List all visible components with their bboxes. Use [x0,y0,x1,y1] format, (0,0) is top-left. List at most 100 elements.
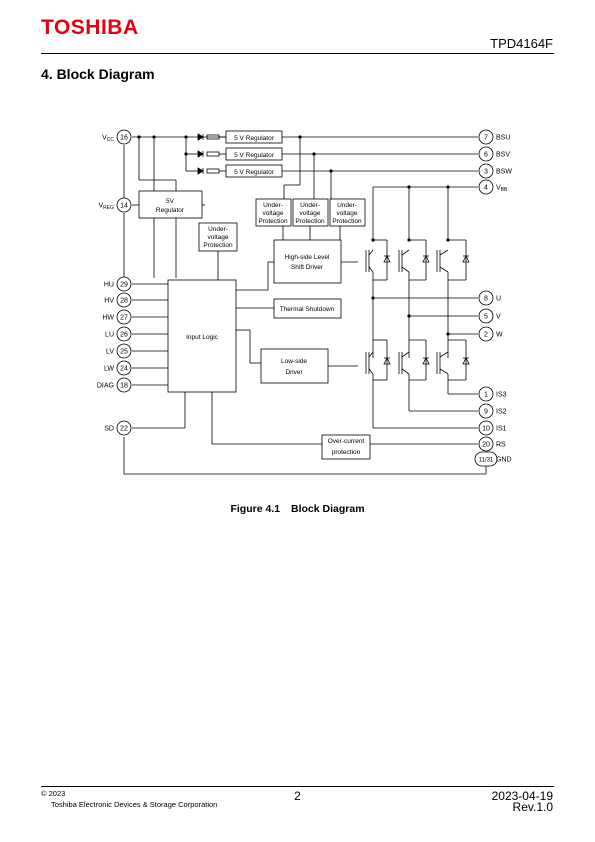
part-number: TPD4164F [490,36,553,51]
pin-label: IS2 [496,409,507,416]
footer-rule [41,786,554,787]
pin-label: LV [106,349,114,356]
pin-number: 1 [484,392,488,399]
igbt-icon [365,351,449,375]
pin-label: BSW [496,169,512,176]
diode-icon [197,133,204,175]
left-pin: 16 VCC [102,129,132,145]
pin-label: VREG [98,203,114,212]
block-diagram: 5 V Regulator 5 V Regulator 5 V Regulato… [97,129,512,475]
footer-revision: Rev.1.0 [512,800,553,814]
pin-label: RS [496,442,506,449]
uv-label: Protection [258,218,288,225]
uv-label: Protection [332,218,362,225]
pin-number: 27 [120,315,128,322]
pin-label: BSV [496,152,510,159]
pin-number: 22 [120,426,128,433]
junction-dots [137,135,450,336]
pin-number: 26 [120,332,128,339]
pin-label: LU [105,332,114,339]
low-side-driver-label: Low-side [281,358,307,365]
uv-label: voltage [300,210,321,217]
pin-number: 7 [484,135,488,142]
left-pin: 25 LV [106,343,132,359]
pin-number: 20 [482,442,490,449]
regulator-label: 5 V Regulator [234,135,275,142]
pin-label: BSU [496,135,510,142]
uv-label: Under- [208,226,228,233]
pin-number: 3 [484,169,488,176]
left-pin: 28 HV [104,292,132,308]
uv-label: voltage [337,210,358,217]
figure-title: Block Diagram [291,503,365,515]
regulator-box [225,147,283,161]
pin-number: 8 [484,296,488,303]
diode-icon [383,240,470,280]
pin-number: 10 [482,426,490,433]
right-pin: 6 BSV [478,146,510,162]
vreg-block-label: 5V [166,198,175,205]
uv-label: Under- [300,202,320,209]
input-logic-label: Input Logic [186,334,219,341]
header-rule [41,53,554,54]
pin-number: 24 [120,366,128,373]
regulator-box [225,164,283,178]
diode-icon [383,340,470,380]
vreg-block-label: Regulator [156,207,185,214]
regulator-box [225,130,283,144]
right-pin: 3 BSW [478,163,512,179]
pin-label: HU [104,282,114,289]
pin-label: W [496,332,503,339]
pin-number: 25 [120,349,128,356]
pin-number: 14 [120,203,128,210]
pin-label: GND [496,457,512,464]
pin-label: DIAG [97,383,114,390]
footer-date: 2023-04-19 [491,789,553,803]
pin-label: V [496,314,501,321]
pin-label: IS3 [496,392,507,399]
pin-number: 28 [120,298,128,305]
pin-number: 6 [484,152,488,159]
right-pin: 20 RS [478,436,506,452]
page-number: 2 [294,789,301,803]
igbt-icon [365,249,449,273]
pin-number: 11/31 [479,458,494,464]
high-side-driver-label: High-side Level [285,254,330,261]
figure-number: Figure 4.1 [230,503,281,515]
pin-label: IS1 [496,426,507,433]
pin-label: HV [104,298,114,305]
pin-number: 4 [484,185,488,192]
uv-label: voltage [208,234,229,241]
pin-number: 16 [120,135,128,142]
over-current-label: Over-current [328,438,365,445]
low-side-driver-label: Driver [285,369,303,376]
footer-corporation: Toshiba Electronic Devices & Storage Cor… [51,800,218,809]
pin-label: VBB [496,185,508,194]
regulator-label: 5 V Regulator [234,169,275,176]
right-pin: 7 BSU [478,129,510,145]
high-side-driver-label: Shift Driver [291,264,324,271]
pin-label: VCC [102,135,114,144]
uv-label: Under- [337,202,357,209]
section-title: 4. Block Diagram [41,66,155,82]
uv-label: voltage [263,210,284,217]
uv-label: Protection [295,218,325,225]
uv-label: Protection [203,242,233,249]
pin-label: HW [102,315,114,322]
uv-label: Under- [263,202,283,209]
regulator-label: 5 V Regulator [234,152,275,159]
left-pin: 26 LU [105,326,132,342]
thermal-shutdown-label: Thermal Shutdown [280,306,335,313]
pin-label: LW [104,366,114,373]
pin-label: U [496,296,501,303]
right-pin: 4 VBB [478,179,508,195]
